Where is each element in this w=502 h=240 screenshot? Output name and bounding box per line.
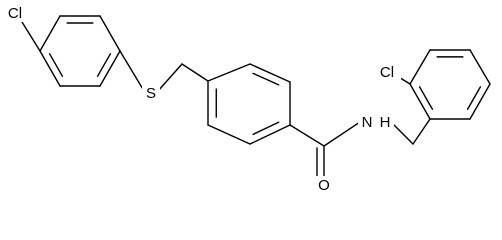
atom-label-h: H — [380, 114, 391, 131]
bond-lines — [21, 15, 491, 178]
right-ring-bond — [469, 49, 491, 85]
atom-label-s: S — [146, 85, 156, 102]
center-ring-bond — [207, 124, 251, 145]
atom-cl-right: Cl — [373, 62, 401, 81]
atom-label-n: N — [362, 114, 373, 131]
cl-ring-bond — [21, 21, 41, 52]
ring-sulfur-bond — [119, 50, 145, 92]
right-ring-inner-bond — [418, 86, 434, 110]
left-ring-bond — [39, 15, 61, 52]
center-ring-inner-bond — [252, 72, 280, 86]
left-ring-inner-bond — [96, 53, 112, 77]
right-ring-bond — [409, 83, 431, 120]
nitrogen-ch2-bond — [391, 122, 414, 145]
atom-label-cl-left: Cl — [8, 5, 22, 22]
atom-label-cl-right: Cl — [380, 64, 394, 81]
left-ring-inner-bond — [48, 53, 64, 77]
center-ring-inner-bond — [252, 121, 280, 136]
right-ring-bond — [469, 83, 491, 120]
center-ring-bond — [249, 124, 291, 145]
left-ring-bond — [39, 50, 61, 87]
left-ring-bond — [99, 50, 121, 87]
ring-carbonyl-bond — [289, 124, 325, 147]
center-ring-bond — [207, 63, 251, 82]
ch2-ring-bond — [181, 63, 209, 82]
atom-o: O — [315, 176, 333, 194]
atom-cl-left: Cl — [3, 3, 27, 22]
atom-labels: Cl S O N H Cl — [3, 3, 401, 194]
ch2-ring-right-bond — [412, 118, 431, 145]
chemical-structure: Cl S O N H Cl — [3, 3, 491, 194]
right-ring-bond — [409, 49, 431, 85]
sulfur-ch2-bond — [157, 63, 183, 92]
atom-s: S — [142, 84, 160, 102]
atom-label-o: O — [318, 177, 330, 194]
right-ring-inner-bond — [466, 86, 482, 110]
atom-nh: N H — [358, 112, 394, 131]
left-ring-bond — [99, 15, 121, 52]
carbonyl-nitrogen-bond — [323, 121, 361, 147]
center-ring-bond — [249, 63, 291, 83]
